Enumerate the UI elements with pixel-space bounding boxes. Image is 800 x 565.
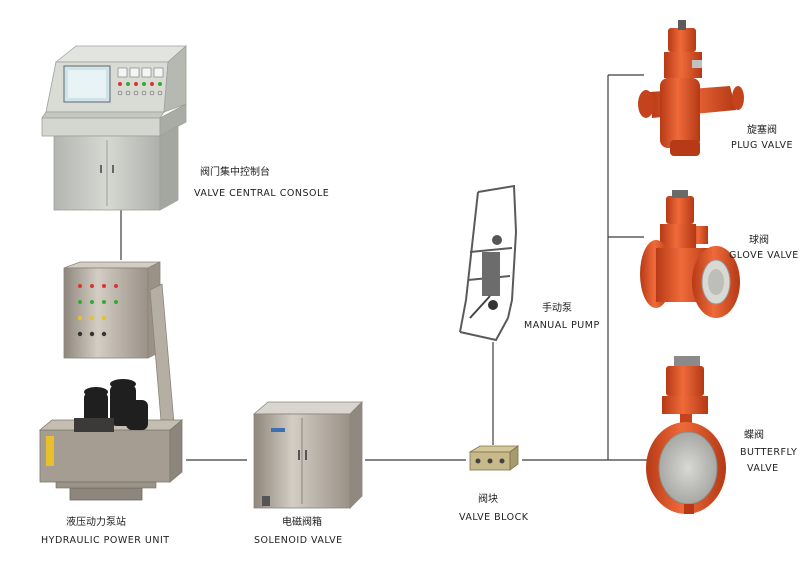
solenoid-label-en: SOLENOID VALVE (254, 535, 343, 546)
butterfly-label-en1: BUTTERFLY (740, 447, 797, 458)
solenoid-label-zh: 电磁阀箱 (282, 515, 322, 528)
butterfly-label-en2: VALVE (747, 463, 779, 474)
pump-label-zh: 手动泵 (542, 301, 572, 314)
block-label-zh: 阀块 (478, 492, 498, 505)
console-label-en: VALVE CENTRAL CONSOLE (194, 188, 329, 199)
hpu-illustration (38, 261, 184, 501)
manual-pump-illustration (459, 184, 518, 342)
glove-label-en: GLOVE VALVE (729, 250, 799, 261)
hpu-label-en: HYDRAULIC POWER UNIT (41, 535, 170, 546)
manual-pump-parts (469, 235, 502, 319)
connection-lines (120, 74, 647, 461)
butterfly-valve-illustration (646, 356, 726, 514)
butterfly-label-zh: 蝶阀 (744, 428, 764, 441)
hpu-label-zh: 液压动力泵站 (66, 515, 126, 528)
plug-label-en: PLUG VALVE (731, 140, 793, 151)
plug-label-zh: 旋塞阀 (747, 123, 777, 136)
glove-label-zh: 球阀 (749, 233, 769, 246)
plug-valve-illustration (638, 20, 744, 156)
console-illustration (41, 45, 188, 211)
console-label-zh: 阀门集中控制台 (200, 165, 270, 178)
block-label-en: VALVE BLOCK (459, 512, 529, 523)
glove-valve-illustration (640, 190, 740, 318)
solenoid-illustration (252, 401, 363, 509)
pump-label-en: MANUAL PUMP (524, 320, 600, 331)
valve-block-illustration (468, 445, 520, 471)
